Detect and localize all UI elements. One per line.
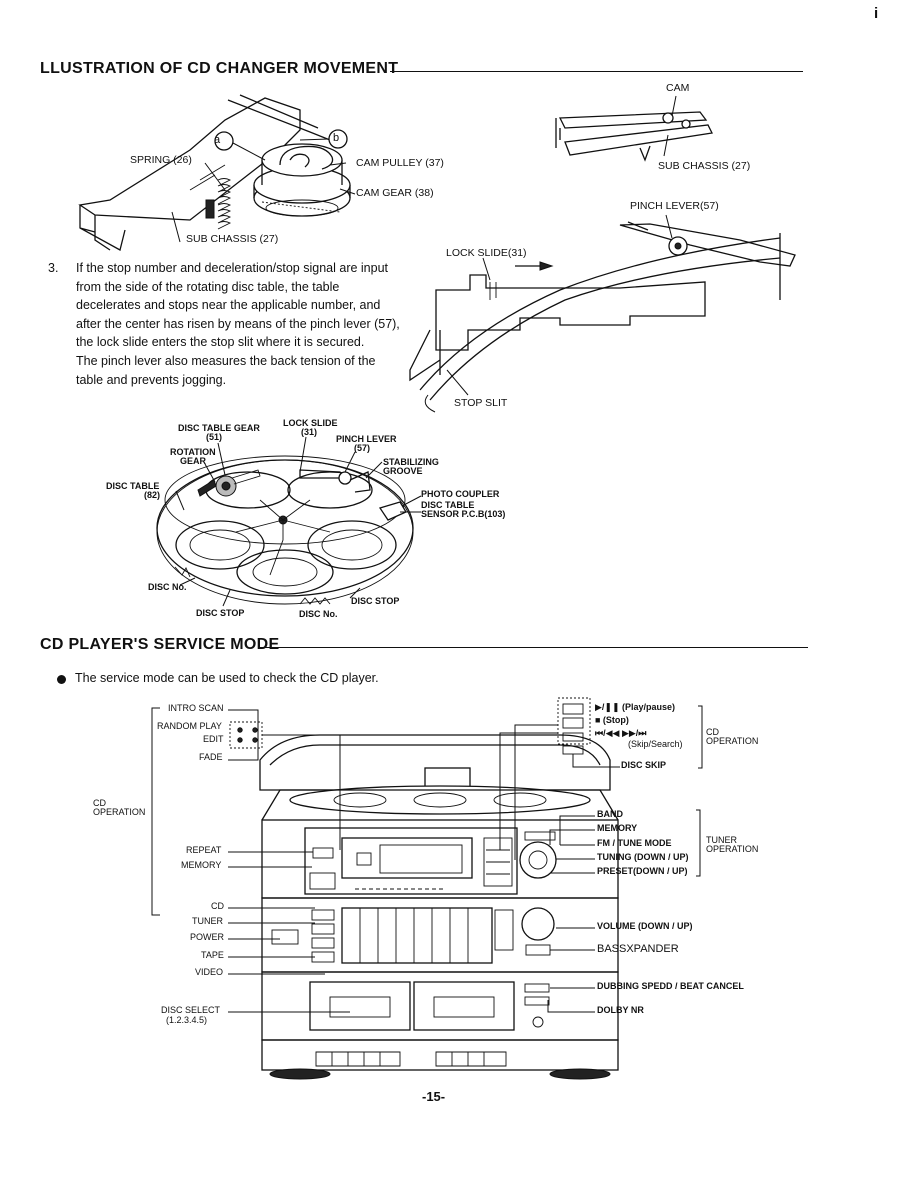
label-cd-operation-right-2: OPERATION <box>706 736 759 746</box>
label-dubbing: DUBBING SPEDD / BEAT CANCEL <box>597 981 744 991</box>
label-edit: EDIT <box>203 734 224 744</box>
label-random-play: RANDOM PLAY <box>157 721 222 731</box>
step-3-paragraph-1: If the stop number and deceleration/stop… <box>76 261 400 350</box>
label-cam-pulley: CAM PULLEY (37) <box>356 157 444 169</box>
label-disc-table-gear-num: (51) <box>206 432 223 442</box>
label-disc-table: DISC TABLE <box>106 481 160 491</box>
label-lock-slide-right: LOCK SLIDE(31) <box>446 247 527 259</box>
label-tuner-operation: TUNER <box>706 835 737 845</box>
label-cam: CAM <box>666 82 690 94</box>
label-fm-tune-mode: FM / TUNE MODE <box>597 838 672 848</box>
label-memory-right: MEMORY <box>597 823 638 833</box>
label-power: POWER <box>190 932 225 942</box>
page-number: -15- <box>422 1089 446 1104</box>
label-preset: PRESET(DOWN / UP) <box>597 866 688 876</box>
label-cd-operation-right: CD <box>706 727 719 737</box>
label-disc-no-bottom: DISC No. <box>299 609 338 619</box>
label-skip-glyphs: ⏮/◀◀ ▶▶/⏭ <box>595 728 647 738</box>
bullet-icon <box>57 675 66 684</box>
label-stop-slit: STOP SLIT <box>454 397 508 409</box>
label-bassxpander: BASSXPANDER <box>597 943 679 955</box>
label-disc-no-left: DISC No. <box>148 582 187 592</box>
label-stabilizing: STABILIZING <box>383 457 439 467</box>
label-cd-operation-left: CD <box>93 798 106 808</box>
label-fade: FADE <box>199 752 223 762</box>
label-disc-stop-right: DISC STOP <box>351 596 400 606</box>
label-photo-coupler: PHOTO COUPLER <box>421 489 500 499</box>
step-3-paragraph-2: The pinch lever also measures the back t… <box>76 353 376 387</box>
label-pinch-lever-disc: PINCH LEVER <box>336 434 397 444</box>
callout-b: b <box>333 132 340 144</box>
label-lock-slide-disc: LOCK SLIDE <box>283 418 338 428</box>
label-disc-table-gear: DISC TABLE GEAR <box>178 423 260 433</box>
label-cam-gear: CAM GEAR (38) <box>356 187 434 199</box>
label-tuner-operation-2: OPERATION <box>706 844 759 854</box>
label-play-pause: ▶/❚❚ (Play/pause) <box>595 702 676 712</box>
callout-a: a <box>214 134 221 146</box>
step-number: 3. <box>48 261 59 275</box>
label-rotation: ROTATION <box>170 447 216 457</box>
label-lock-slide-disc-num: (31) <box>301 427 318 437</box>
label-tuning: TUNING (DOWN / UP) <box>597 852 689 862</box>
label-disc-stop-left: DISC STOP <box>196 608 245 618</box>
heading-rule-2 <box>258 647 808 648</box>
label-tuner: TUNER <box>192 916 223 926</box>
label-rotation-gear: GEAR <box>180 456 207 466</box>
label-memory-left: MEMORY <box>181 860 222 870</box>
label-repeat: REPEAT <box>186 845 222 855</box>
label-intro-scan: INTRO SCAN <box>168 703 224 713</box>
label-disc-select-range: (1.2.3.4.5) <box>166 1015 208 1025</box>
page-corner-mark: i <box>874 5 879 22</box>
label-spring: SPRING (26) <box>130 154 192 166</box>
label-disc-table-num: (82) <box>144 490 161 500</box>
label-skip-search: (Skip/Search) <box>628 739 683 749</box>
label-pinch-lever-disc-num: (57) <box>354 443 371 453</box>
service-mode-note: The service mode can be used to check th… <box>75 671 379 685</box>
label-sensor: DISC TABLE <box>421 500 475 510</box>
label-stabilizing-groove: GROOVE <box>383 466 423 476</box>
label-sub-chassis-right: SUB CHASSIS (27) <box>658 160 751 172</box>
label-disc-skip: DISC SKIP <box>621 760 667 770</box>
label-dolby: DOLBY NR <box>597 1005 644 1015</box>
label-video: VIDEO <box>195 967 224 977</box>
label-stop: ■ (Stop) <box>595 715 629 725</box>
label-cd: CD <box>211 901 224 911</box>
section-heading-changer: LLUSTRATION OF CD CHANGER MOVEMENT <box>40 60 399 77</box>
label-disc-select: DISC SELECT <box>161 1005 221 1015</box>
label-tape: TAPE <box>201 950 224 960</box>
label-sub-chassis-left: SUB CHASSIS (27) <box>186 233 279 245</box>
step-3-text: If the stop number and deceleration/stop… <box>76 259 406 389</box>
label-sensor-pcb: SENSOR P.C.B(103) <box>421 509 506 519</box>
label-band: BAND <box>597 809 623 819</box>
heading-rule <box>390 71 803 72</box>
label-pinch-lever-right: PINCH LEVER(57) <box>630 200 719 212</box>
label-cd-operation-left-2: OPERATION <box>93 807 146 817</box>
section-heading-service-mode: CD PLAYER'S SERVICE MODE <box>40 636 280 653</box>
label-volume: VOLUME (DOWN / UP) <box>597 921 693 931</box>
